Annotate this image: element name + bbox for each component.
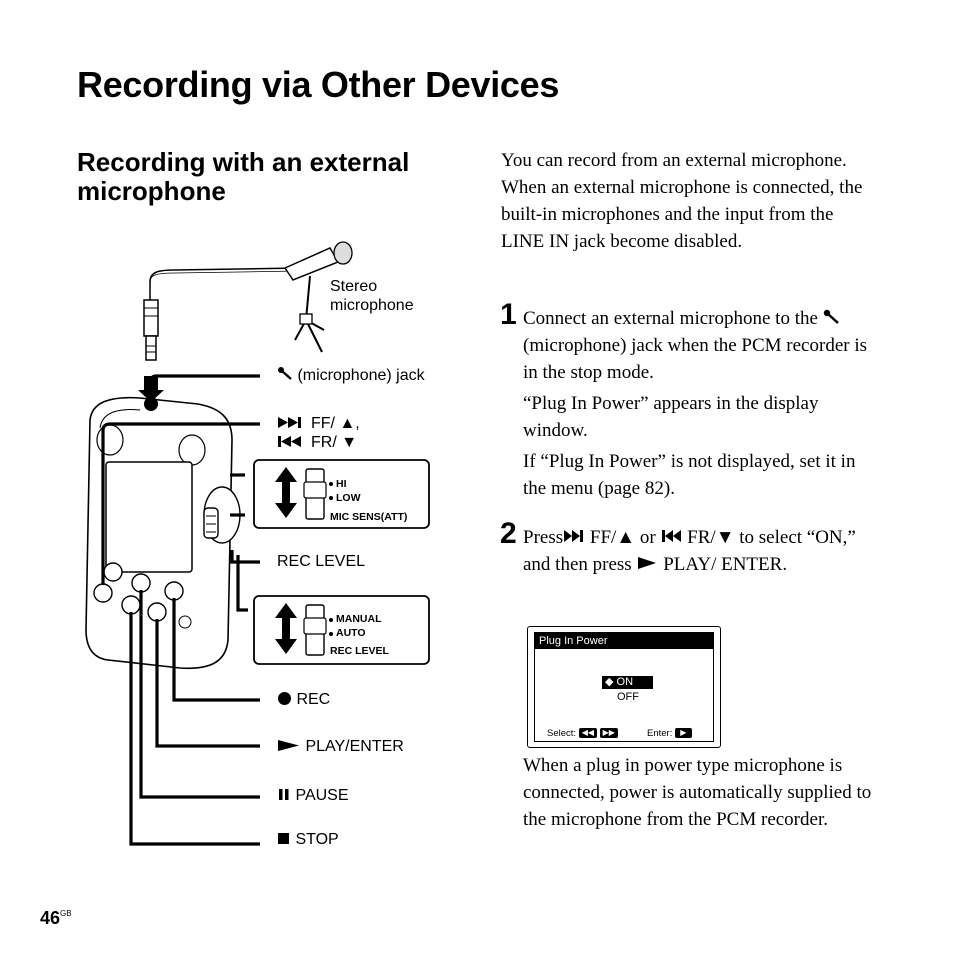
lcd-enter-label: Enter:: [647, 728, 673, 739]
hi-label: HI: [336, 478, 347, 490]
rec-button-label: REC: [277, 690, 330, 709]
recorder-illustration: [85, 241, 430, 846]
rec-level-small-label: REC LEVEL: [330, 645, 389, 657]
stop-label: STOP: [277, 830, 339, 849]
stop-icon: [278, 833, 289, 844]
next-track-icon: [278, 417, 301, 428]
step-1-note-1: “Plug In Power” appears in the display w…: [523, 393, 819, 441]
stereo-microphone-icon: [283, 241, 353, 353]
section-title: Recording with an external microphone: [77, 147, 410, 206]
manual-label: MANUAL: [336, 613, 382, 625]
mic-sens-label: MIC SENS(ATT): [330, 511, 408, 523]
previous-track-icon: [662, 530, 682, 542]
step-2-play: PLAY/ ENTER.: [663, 554, 788, 575]
step-1-number: 1: [500, 298, 517, 331]
step-1: Connect an external microphone to the (m…: [523, 305, 883, 502]
intro-paragraph: You can record from an external micropho…: [501, 150, 863, 252]
mic-sens-switch-box: [253, 459, 430, 529]
after-paragraph: When a plug in power type microphone is …: [523, 755, 872, 830]
lcd-select-hint: Select: ◀◀ ▶▶: [547, 728, 618, 739]
page-title: Recording via Other Devices: [77, 64, 560, 105]
previous-track-icon: [278, 436, 301, 447]
record-icon: [278, 692, 291, 705]
leader-lines: [101, 374, 260, 846]
prev-key-icon: ◀◀: [578, 728, 597, 739]
up-down-arrow-icon: [275, 467, 297, 518]
pause-label: PAUSE: [277, 786, 349, 805]
rec-level-label: REC LEVEL: [277, 553, 366, 570]
next-track-icon: [564, 530, 584, 542]
next-key-icon: ▶▶: [599, 728, 618, 739]
lcd-screen: Plug In Power ◆ ON OFF Select: ◀◀ ▶▶ Ent…: [534, 632, 714, 742]
pcm-recorder-body: [85, 396, 241, 670]
pause-icon: [279, 789, 289, 800]
step-2: Press FF/▲ or FR/▼ to select “ON,” and t…: [523, 524, 883, 578]
lcd-option-on: ◆ ON: [602, 676, 653, 689]
lcd-select-label: Select:: [547, 728, 577, 739]
play-icon: [638, 557, 657, 569]
step-2-ff: FF/▲: [589, 527, 636, 548]
lcd-enter-hint: Enter: ▶: [647, 728, 692, 739]
play-icon: [278, 740, 299, 751]
up-down-arrow-icon-2: [275, 603, 297, 654]
step-2-fr: FR/▼: [687, 527, 735, 548]
step-1-text-b: (microphone) jack when the PCM recorder …: [523, 335, 868, 383]
page-number: 46GB: [40, 908, 72, 928]
lcd-option-off: OFF: [617, 691, 639, 703]
step-1-note-2: If “Plug In Power” is not displayed, set…: [523, 451, 856, 499]
lcd-title: Plug In Power: [535, 633, 713, 649]
page-suffix: GB: [60, 909, 72, 918]
step-1-text-a: Connect an external microphone to the: [523, 308, 818, 329]
step-2-text-a: Press: [523, 527, 564, 548]
mic-plug-icon: [143, 299, 159, 361]
enter-key-icon: ▶: [675, 728, 692, 739]
step-2-text-b: to select “ON,” and then press: [523, 527, 856, 575]
play-enter-label: PLAY/ENTER: [277, 737, 404, 756]
mic-jack-label: (microphone) jack: [277, 366, 425, 385]
rec-level-switch-box: [253, 595, 430, 665]
auto-label: AUTO: [336, 627, 366, 639]
step-2-or: or: [639, 527, 656, 548]
microphone-icon: [823, 309, 839, 324]
lcd-display: Plug In Power ◆ ON OFF Select: ◀◀ ▶▶ Ent…: [527, 626, 721, 748]
microphone-icon: [278, 367, 292, 380]
ff-fr-label: FF/ ▲, FR/ ▼: [277, 414, 360, 452]
low-label: LOW: [336, 492, 361, 504]
step-2-number: 2: [500, 517, 517, 550]
